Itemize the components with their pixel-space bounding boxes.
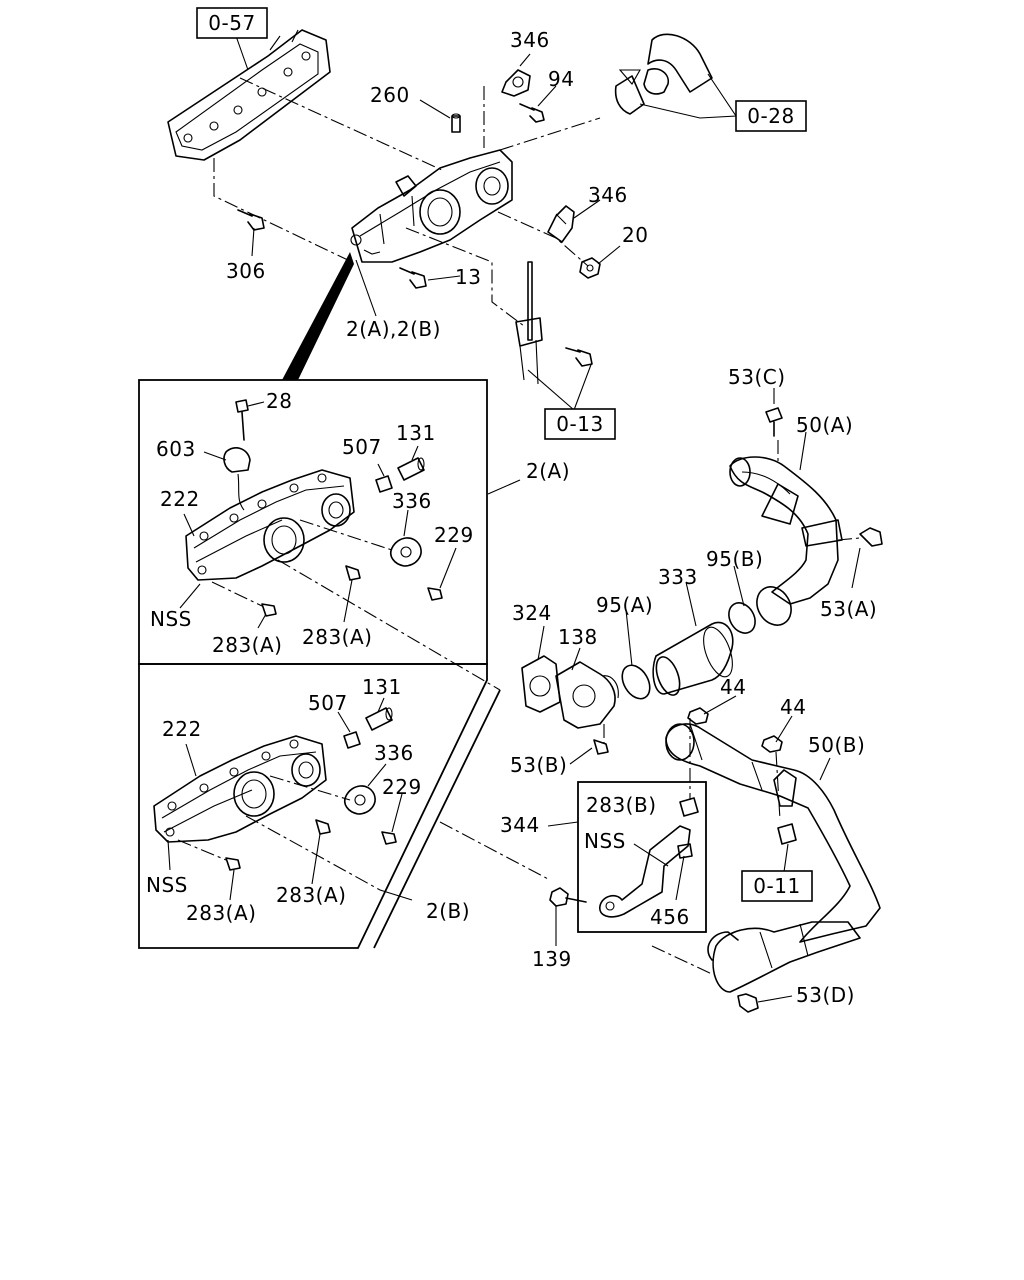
part-label: 138 — [558, 625, 598, 649]
part-label: 94 — [548, 67, 574, 91]
part-label: 603 — [156, 437, 196, 461]
ref-box-0-13: 0-13 — [544, 408, 616, 440]
part-label: 2(A),2(B) — [346, 317, 441, 341]
part-label: 507 — [342, 435, 382, 459]
part-label: 283(A) — [186, 901, 256, 925]
part-label: 13 — [455, 265, 481, 289]
part-label: 222 — [160, 487, 200, 511]
part-label: NSS — [146, 873, 188, 897]
part-label: 346 — [510, 28, 550, 52]
ref-label-0-28: 0-28 — [747, 104, 794, 128]
part-labels: 346 94 260 346 20 306 13 2(A),2(B) 53(C)… — [146, 28, 877, 1007]
part-label: 28 — [266, 389, 292, 413]
part-label: 2(B) — [426, 899, 470, 923]
part-label: 336 — [374, 741, 414, 765]
part-label: NSS — [584, 829, 626, 853]
part-label: 229 — [434, 523, 474, 547]
part-label: 283(A) — [212, 633, 282, 657]
part-label: 222 — [162, 717, 202, 741]
part-label: 131 — [396, 421, 436, 445]
part-label: 333 — [658, 565, 698, 589]
part-label: 50(A) — [796, 413, 853, 437]
part-label: 53(D) — [796, 983, 855, 1007]
part-label: 283(B) — [586, 793, 657, 817]
part-label: 44 — [780, 695, 806, 719]
detail-panel-2b — [138, 663, 501, 949]
part-label: 344 — [500, 813, 540, 837]
part-label: 336 — [392, 489, 432, 513]
ref-box-0-28: 0-28 — [735, 100, 807, 132]
part-label: 2(A) — [526, 459, 570, 483]
part-label: 95(A) — [596, 593, 653, 617]
detail-panel-2a — [138, 379, 521, 691]
part-label: 95(B) — [706, 547, 763, 571]
part-label: 456 — [650, 905, 690, 929]
part-label: 53(C) — [728, 365, 786, 389]
part-label: 283(A) — [276, 883, 346, 907]
part-label: 260 — [370, 83, 410, 107]
part-label: 139 — [532, 947, 572, 971]
part-label: 53(A) — [820, 597, 877, 621]
part-label: NSS — [150, 607, 192, 631]
part-label: 283(A) — [302, 625, 372, 649]
part-label: 229 — [382, 775, 422, 799]
part-label: 131 — [362, 675, 402, 699]
part-label: 20 — [622, 223, 648, 247]
part-label: 44 — [720, 675, 746, 699]
right-assembly — [439, 388, 883, 1013]
top-assembly — [167, 29, 737, 411]
part-label: 324 — [512, 601, 552, 625]
ref-label-0-57: 0-57 — [208, 11, 255, 35]
part-label: 53(B) — [510, 753, 567, 777]
part-label: 50(B) — [808, 733, 865, 757]
part-label: 346 — [588, 183, 628, 207]
part-label: 507 — [308, 691, 348, 715]
ref-box-0-11: 0-11 — [741, 870, 813, 902]
ref-label-0-11: 0-11 — [753, 874, 800, 898]
ref-box-0-57: 0-57 — [196, 7, 268, 39]
ref-label-0-13: 0-13 — [556, 412, 603, 436]
part-label: 306 — [226, 259, 266, 283]
